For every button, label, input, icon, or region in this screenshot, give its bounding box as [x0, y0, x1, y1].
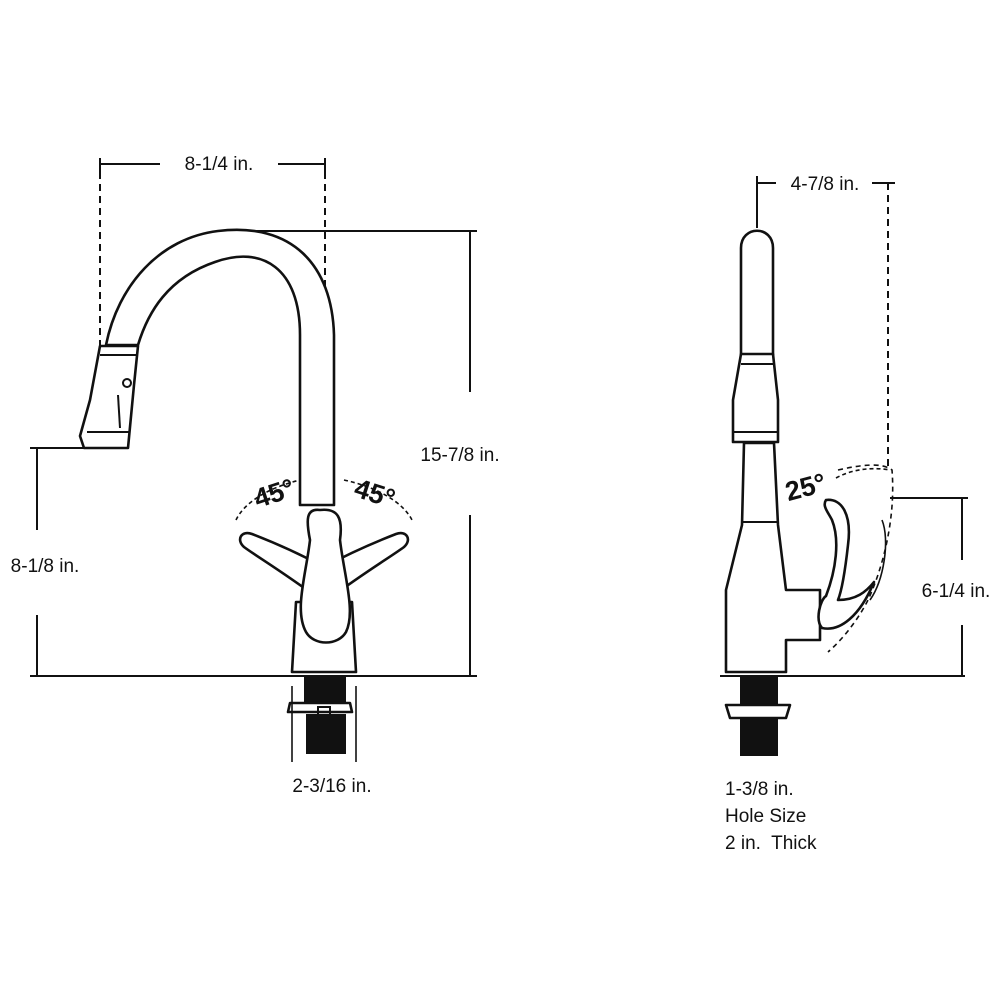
- front-view: 8-1/4 in. 15-7/8 in. 8-1/8 in. 2-3/16 in…: [11, 154, 500, 797]
- front-height-label: 15-7/8 in.: [420, 445, 499, 466]
- front-shank-upper: [304, 676, 346, 702]
- side-spout-neck: [739, 229, 775, 357]
- side-shank-lower: [740, 718, 778, 756]
- front-left-handle: [238, 531, 324, 600]
- front-right-angle-label: 45°: [351, 473, 399, 514]
- front-gooseneck-spout: [104, 228, 336, 507]
- front-spray-head-crease: [117, 394, 121, 429]
- side-handle: [817, 498, 876, 630]
- side-handle-swing-path: [827, 464, 894, 653]
- front-right-angle-arc: [343, 479, 413, 521]
- front-spray-head: [78, 344, 140, 450]
- side-angle-arc: [835, 467, 891, 479]
- side-angle-label: 25°: [782, 468, 829, 508]
- front-center-handle: [299, 508, 352, 644]
- side-spray-head: [731, 352, 780, 444]
- side-handle-height-label: 6-1/4 in.: [922, 581, 991, 602]
- side-hole-size-label-1: 1-3/8 in.: [725, 779, 794, 800]
- front-shank-lower: [306, 714, 346, 754]
- side-hole-size-label-3: 2 in. Thick: [725, 833, 817, 854]
- front-left-angle-label: 45°: [250, 473, 298, 514]
- side-mounting-nut: [724, 703, 792, 720]
- front-spray-button-icon: [122, 378, 132, 388]
- front-reach-label: 8-1/4 in.: [185, 154, 254, 175]
- side-hole-size-label-2: Hole Size: [725, 806, 806, 827]
- side-depth-label: 4-7/8 in.: [791, 174, 860, 195]
- side-faucet-body: [724, 441, 822, 674]
- front-spout-height-label: 8-1/8 in.: [11, 556, 80, 577]
- side-view: 4-7/8 in. 6-1/4 in. 25° 1-3/8 in. Hole S…: [720, 174, 990, 854]
- side-handle-swing-inner: [869, 519, 887, 601]
- side-shank-upper: [740, 676, 778, 704]
- front-base-diameter-label: 2-3/16 in.: [292, 776, 371, 797]
